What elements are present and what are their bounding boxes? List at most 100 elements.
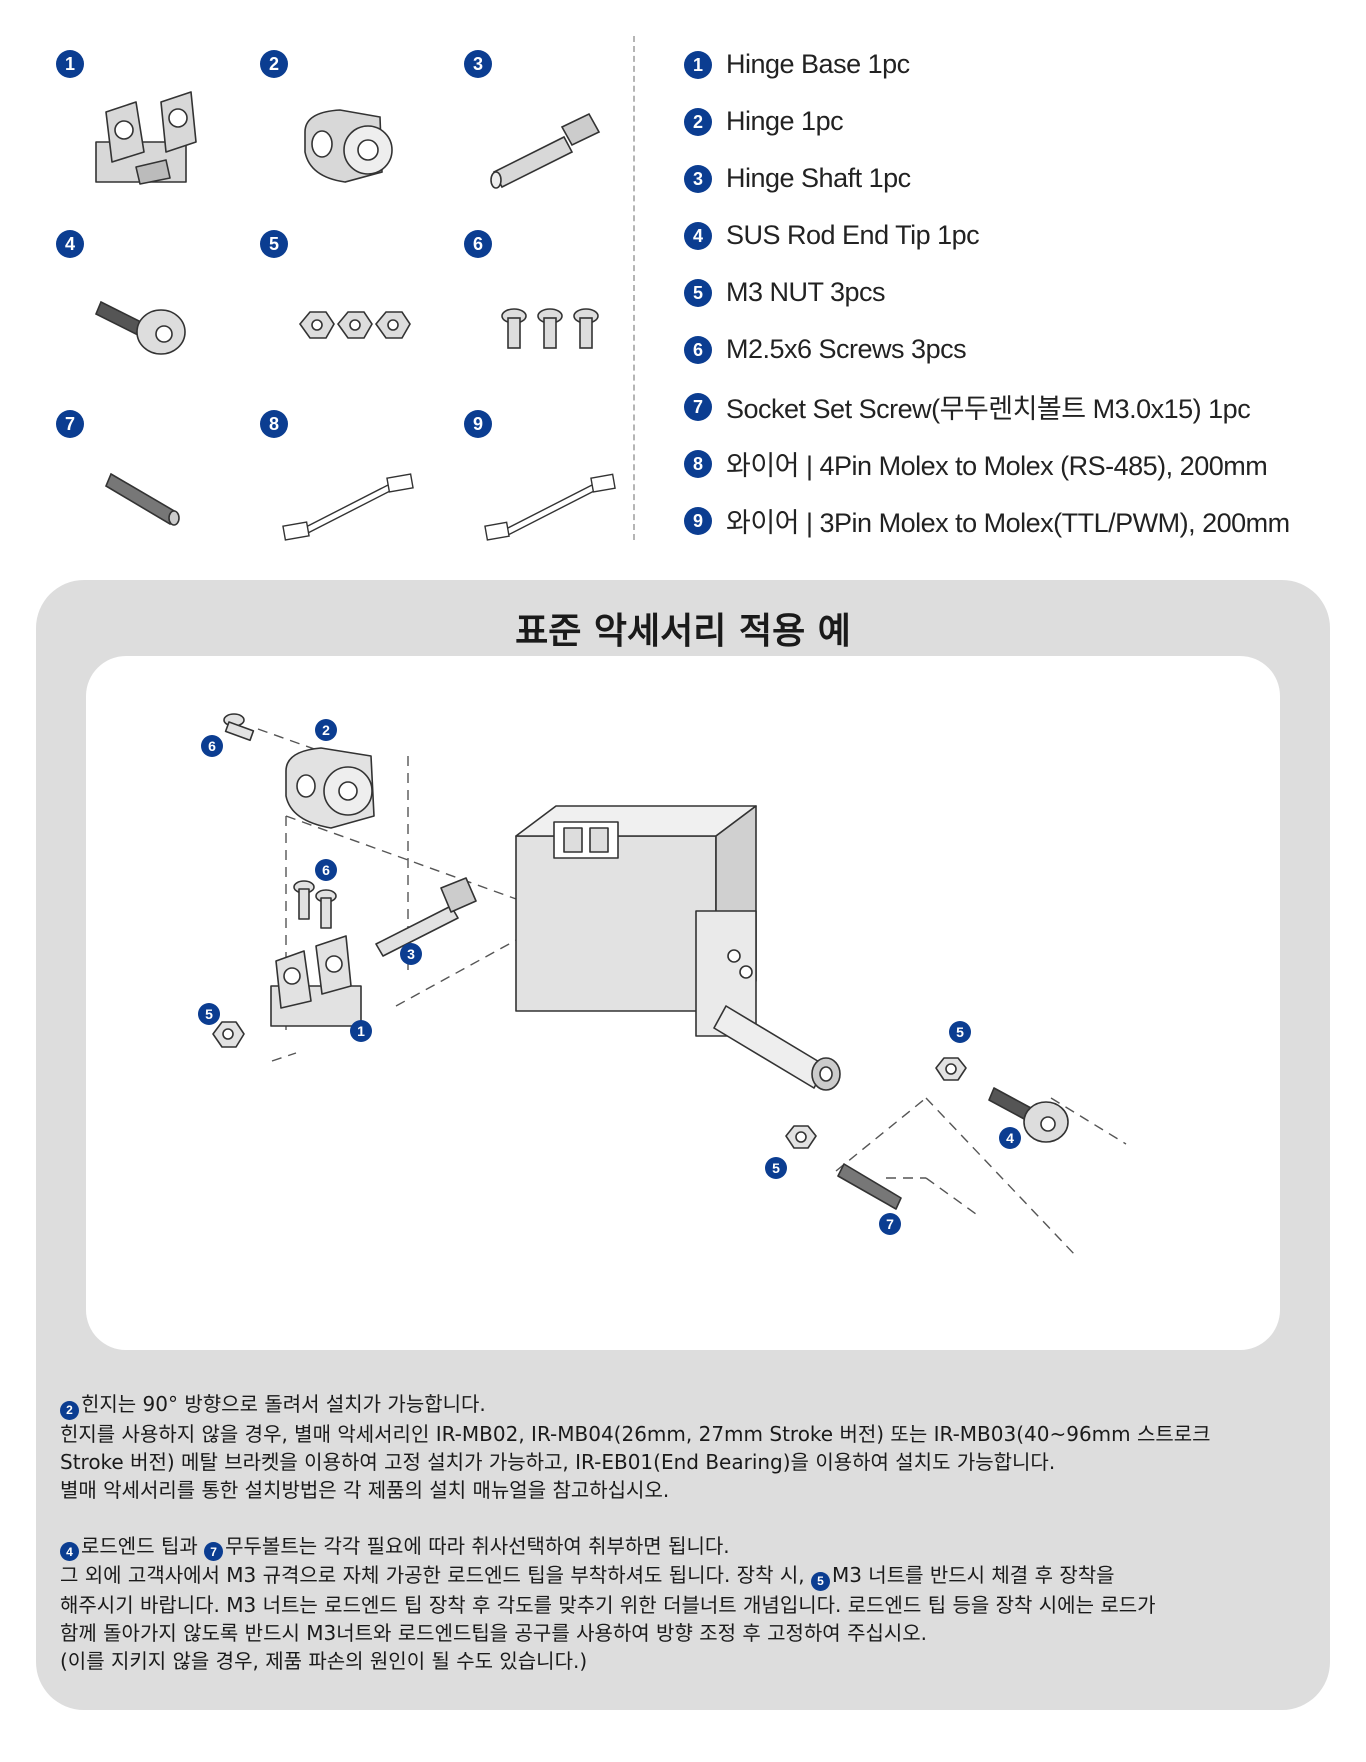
hinge-icon <box>304 109 393 183</box>
note-text: 무두볼트는 각각 필요에 따라 취사선택하여 취부하면 됩니다. <box>225 1533 730 1558</box>
part-label: 와이어 | 4Pin Molex to Molex (RS-485), 200m… <box>726 451 1268 481</box>
parts-list-item: 4 SUS Rod End Tip 1pc <box>684 207 1344 264</box>
wire-3pin-icon <box>484 473 616 541</box>
list-badge: 4 <box>684 221 712 250</box>
list-badge: 9 <box>684 506 712 535</box>
panel-title: 표준 악세서리 적용 예 <box>515 611 851 652</box>
note-line: 함께 돌아가지 않도록 반드시 M3너트와 로드엔드팁을 공구를 사용하여 방향… <box>60 1620 928 1645</box>
diagram-badge-label: 5 <box>205 1006 213 1022</box>
diagram-badge-6b: 6 <box>315 859 337 881</box>
rod-end-tip-icon <box>94 300 186 355</box>
note-text: 로드엔드 팁과 <box>81 1533 205 1558</box>
note-line: (이를 지키지 않을 경우, 제품 파손의 원인이 될 수도 있습니다.) <box>60 1648 588 1673</box>
note-line: 힌지를 사용하지 않을 경우, 별매 악세서리인 IR-MB02, IR-MB0… <box>60 1421 1211 1446</box>
note-badge: 4 <box>60 1542 79 1561</box>
part-cell-1: 1 <box>56 50 256 220</box>
diagram-badge-label: 6 <box>208 738 216 754</box>
note-text: 그 외에 고객사에서 M3 규격으로 자체 가공한 로드엔드 팁을 부착하셔도 … <box>60 1563 811 1587</box>
part-badge-4: 4 <box>56 230 84 258</box>
list-badge: 1 <box>684 50 712 79</box>
note-line: Stroke 버전) 메탈 브라켓을 이용하여 고정 설치가 가능하고, IR-… <box>60 1449 1056 1474</box>
diagram-badge-4: 4 <box>999 1127 1021 1149</box>
part-label: Socket Set Screw(무두렌치볼트 M3.0x15) 1pc <box>726 394 1251 424</box>
list-badge: 6 <box>684 335 712 364</box>
part-label: Hinge 1pc <box>726 106 844 136</box>
parts-list-item: 8 와이어 | 4Pin Molex to Molex (RS-485), 200… <box>684 435 1344 492</box>
hinge-base-icon <box>95 91 197 185</box>
part-label: M2.5x6 Screws 3pcs <box>726 334 967 364</box>
part-cell-8: 8 <box>260 410 460 580</box>
diagram-badge-3: 3 <box>400 943 422 965</box>
diagram-badge-label: 6 <box>322 862 330 878</box>
part-label: M3 NUT 3pcs <box>726 277 886 307</box>
parts-list-item: 9 와이어 | 3Pin Molex to Molex(TTL/PWM), 200… <box>684 492 1344 549</box>
diagram-badge-1: 1 <box>350 1020 372 1042</box>
part-badge-2: 2 <box>260 50 288 78</box>
assembly-diagram: 6 2 6 3 5 1 5 4 5 7 <box>86 656 1280 1350</box>
diagram-badge-label: 7 <box>886 1216 894 1232</box>
part-badge-9: 9 <box>464 410 492 438</box>
part-label: 와이어 | 3Pin Molex to Molex(TTL/PWM), 200m… <box>726 508 1290 538</box>
parts-list-item: 1 Hinge Base 1pc <box>684 36 1344 93</box>
list-badge: 8 <box>684 449 712 478</box>
diagram-badge-5b: 5 <box>949 1021 971 1043</box>
parts-list-item: 7 Socket Set Screw(무두렌치볼트 M3.0x15) 1pc <box>684 378 1344 435</box>
list-badge: 5 <box>684 278 712 307</box>
nut-icon <box>298 311 411 339</box>
part-badge-5: 5 <box>260 230 288 258</box>
exploded-view-illustration: 6 2 6 3 5 1 5 4 5 7 <box>198 713 1127 1257</box>
screw-icon <box>501 308 599 349</box>
divider <box>633 36 635 540</box>
part-cell-5: 5 <box>260 230 460 400</box>
part-badge-6: 6 <box>464 230 492 258</box>
part-cell-6: 6 <box>464 230 664 400</box>
parts-list: 1 Hinge Base 1pc 2 Hinge 1pc 3 Hinge Shaft … <box>684 36 1344 549</box>
parts-list-item: 2 Hinge 1pc <box>684 93 1344 150</box>
parts-list-item: 6 M2.5x6 Screws 3pcs <box>684 321 1344 378</box>
diagram-badge-label: 1 <box>357 1023 365 1039</box>
diagram-badge-label: 5 <box>956 1024 964 1040</box>
note-line: 별매 악세서리를 통한 설치방법은 각 제품의 설치 매뉴얼을 참고하십시오. <box>60 1477 670 1502</box>
diagram-badge-6a: 6 <box>201 735 223 757</box>
parts-list-item: 3 Hinge Shaft 1pc <box>684 150 1344 207</box>
diagram-badge-5a: 5 <box>198 1003 220 1025</box>
note-text: 힌지는 90° 방향으로 돌려서 설치가 가능합니다. <box>81 1392 486 1416</box>
wire-4pin-icon <box>282 473 414 541</box>
diagram-badge-label: 2 <box>322 722 330 738</box>
part-cell-9: 9 <box>464 410 664 580</box>
accessory-panel: 표준 악세서리 적용 예 <box>36 580 1330 1710</box>
part-label: Hinge Shaft 1pc <box>726 163 911 193</box>
list-badge: 3 <box>684 164 712 193</box>
note-badge: 2 <box>60 1400 79 1420</box>
note-line: 해주시기 바랍니다. M3 너트는 로드엔드 팁 장착 후 각도를 맞추기 위한… <box>60 1592 1156 1617</box>
part-cell-3: 3 <box>464 50 664 220</box>
part-badge-3: 3 <box>464 50 492 78</box>
part-badge-1: 1 <box>56 50 84 78</box>
diagram-badge-5c: 5 <box>765 1157 787 1179</box>
diagram-badge-label: 4 <box>1006 1130 1014 1146</box>
part-badge-7: 7 <box>56 410 84 438</box>
parts-list-item: 5 M3 NUT 3pcs <box>684 264 1344 321</box>
set-screw-icon <box>104 472 180 526</box>
note-badge: 7 <box>204 1542 224 1561</box>
part-label: Hinge Base 1pc <box>726 49 910 79</box>
diagram-badge-7: 7 <box>879 1213 901 1235</box>
note-badge: 5 <box>810 1571 830 1591</box>
diagram-badge-label: 3 <box>407 946 415 962</box>
list-badge: 7 <box>684 392 712 421</box>
note-line: 그 외에 고객사에서 M3 규격으로 자체 가공한 로드엔드 팁을 부착하셔도 … <box>60 1561 1310 1591</box>
part-cell-7: 7 <box>56 410 256 580</box>
diagram-badge-2: 2 <box>315 719 337 741</box>
list-badge: 2 <box>684 107 712 136</box>
part-label: SUS Rod End Tip 1pc <box>726 220 980 250</box>
part-cell-2: 2 <box>260 50 460 220</box>
diagram-badge-label: 5 <box>772 1160 780 1176</box>
part-cell-4: 4 <box>56 230 256 400</box>
hinge-shaft-icon <box>490 112 601 189</box>
part-badge-8: 8 <box>260 410 288 438</box>
spacer <box>60 1504 1310 1532</box>
note-text: M3 너트를 반드시 체결 후 장착을 <box>831 1563 1115 1587</box>
